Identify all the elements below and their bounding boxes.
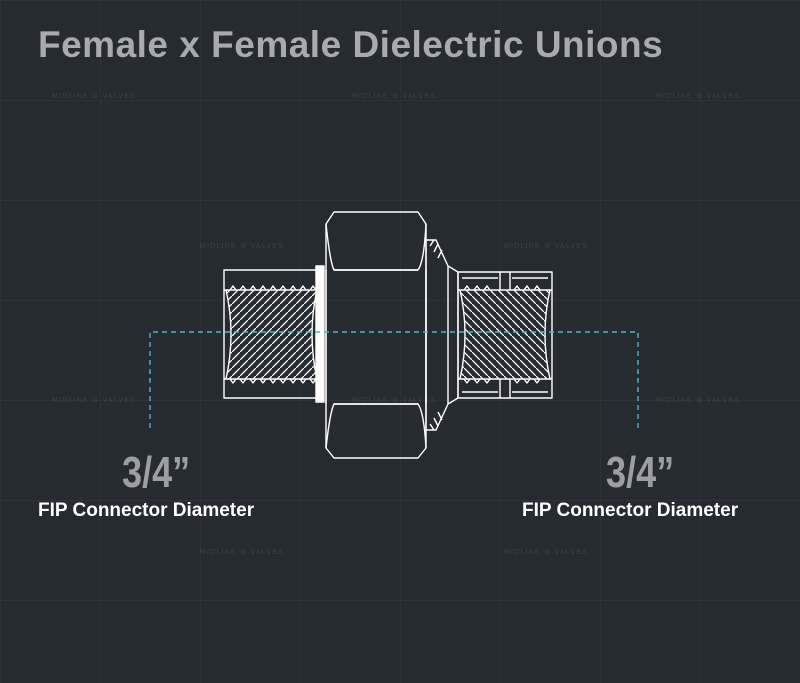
watermark: MIDLINE ⚙ VALVES [200,243,284,250]
tailpiece-flange [425,239,459,431]
right-connector-label: FIP Connector Diameter [522,500,739,521]
dimension-line [149,331,639,432]
left-thread-teeth [229,285,317,384]
watermark: MIDLINE ⚙ VALVES [52,93,136,100]
right-fip-connector [457,271,553,399]
watermark: MIDLINE ⚙ VALVES [504,549,588,556]
dielectric-gasket [315,265,325,403]
watermark: MIDLINE ⚙ VALVES [52,397,136,404]
watermark: MIDLINE ⚙ VALVES [200,549,284,556]
watermark: MIDLINE ⚙ VALVES [656,397,740,404]
watermark: MIDLINE ⚙ VALVES [352,93,436,100]
left-connector-size: 3/4” [122,448,191,497]
left-fip-connector [223,269,320,399]
right-thread-teeth [463,285,541,384]
watermark: MIDLINE ⚙ VALVES [352,397,436,404]
watermark: MIDLINE ⚙ VALVES [656,93,740,100]
hex-nut [325,211,427,459]
right-connector-size: 3/4” [606,448,675,497]
watermark: MIDLINE ⚙ VALVES [504,243,588,250]
left-connector-label: FIP Connector Diameter [38,500,255,521]
page-title: Female x Female Dielectric Unions [38,24,664,65]
